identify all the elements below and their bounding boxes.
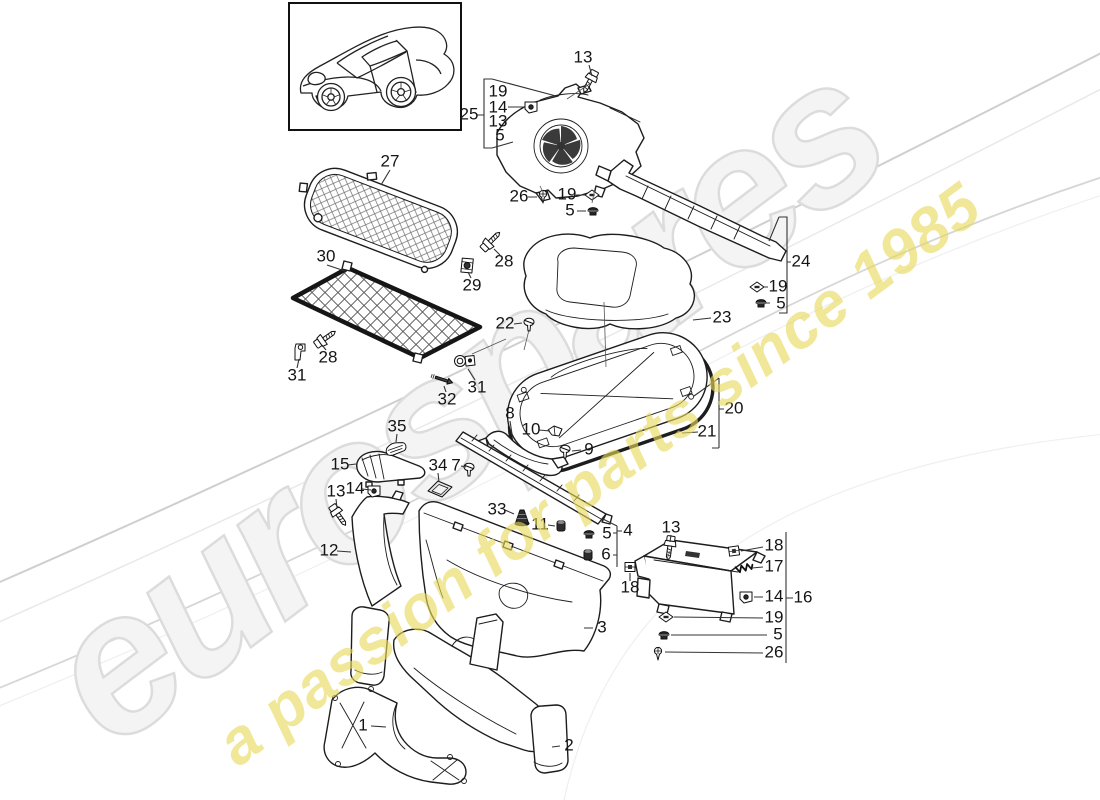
callout-13: 13 [327, 481, 346, 500]
callout-18: 18 [621, 577, 640, 596]
callout-14: 14 [346, 478, 365, 497]
callout-1: 1 [358, 715, 367, 734]
part-24-scuff-strip [595, 159, 787, 262]
callout-9: 9 [584, 439, 593, 458]
part-1-tunnel-cover [323, 686, 467, 785]
callout-20: 20 [725, 398, 744, 417]
clip-18-right [727, 545, 741, 557]
callout-11: 11 [531, 514, 549, 533]
callout-5: 5 [773, 624, 782, 643]
part-4-sill-strip [455, 431, 613, 525]
callout-28: 28 [319, 347, 338, 366]
clip-5-bottom [658, 631, 670, 640]
callout-33: 33 [488, 499, 507, 518]
clip-18-left [624, 562, 636, 572]
callout-34: 34 [429, 455, 448, 474]
car-inset [288, 2, 462, 131]
callout-27: 27 [381, 151, 400, 170]
callout-26: 26 [510, 186, 529, 205]
callout-4: 4 [623, 520, 632, 539]
callout-26: 26 [765, 642, 784, 661]
callout-13: 13 [489, 111, 508, 130]
callout-13: 13 [662, 517, 681, 536]
callout-29: 29 [463, 275, 482, 294]
clip-14-left [367, 485, 381, 498]
callout-30: 30 [317, 246, 336, 265]
part-30-luggage-net [290, 260, 483, 364]
callout-5: 5 [776, 293, 785, 312]
callout-2: 2 [564, 735, 573, 754]
car-illustration [299, 26, 455, 112]
clip-5-top [587, 207, 599, 216]
callout-31: 31 [468, 377, 487, 396]
clip-5-mid [583, 530, 595, 539]
speaker-fan-grille [541, 126, 581, 165]
callout-35: 35 [388, 416, 407, 435]
callout-6: 6 [601, 544, 610, 563]
callout-10: 10 [522, 419, 541, 438]
callout-13: 13 [574, 47, 593, 66]
callout-5: 5 [602, 523, 611, 542]
callout-5: 5 [495, 125, 504, 144]
parts-layer [290, 67, 787, 785]
callout-31: 31 [288, 365, 307, 384]
group-brackets [483, 78, 793, 663]
callout-23: 23 [713, 307, 732, 326]
callout-5: 5 [565, 200, 574, 219]
part-23-carpet-cover [523, 233, 695, 330]
callout-19: 19 [769, 276, 788, 295]
part-2-bulkhead-panel [350, 606, 569, 774]
part-3-quarter-trim [418, 501, 612, 658]
leader-lines [296, 64, 793, 748]
callout-15: 15 [331, 454, 350, 473]
clip-14-right [739, 591, 753, 604]
callout-21: 21 [698, 421, 717, 440]
callout-14: 14 [489, 97, 508, 116]
part-12-pillar-trim [351, 490, 410, 607]
clip-5-right [755, 299, 767, 308]
callout-25: 25 [460, 104, 479, 123]
callout-14: 14 [765, 586, 784, 605]
callout-12: 12 [320, 540, 339, 559]
callout-28: 28 [495, 251, 514, 270]
callout-18: 18 [765, 535, 784, 554]
callout-22: 22 [496, 313, 515, 332]
clip-14-top [524, 101, 538, 114]
hook-31-left [294, 343, 306, 361]
part-27-partition-net [298, 167, 459, 274]
callout-16: 16 [794, 587, 813, 606]
callout-8: 8 [505, 403, 514, 422]
bracket-29 [459, 256, 475, 275]
screw-26-bottom [653, 646, 663, 661]
grommet-6 [583, 549, 593, 561]
callout-19: 19 [558, 184, 577, 203]
callout-19: 19 [765, 607, 784, 626]
callout-7: 7 [451, 455, 460, 474]
part-16-side-tray [634, 539, 766, 623]
callout-3: 3 [597, 617, 606, 636]
callout-32: 32 [438, 389, 457, 408]
callout-24: 24 [792, 251, 811, 270]
part-15-cover-pod [356, 450, 426, 488]
callout-19: 19 [489, 81, 508, 100]
callout-17: 17 [765, 556, 784, 575]
